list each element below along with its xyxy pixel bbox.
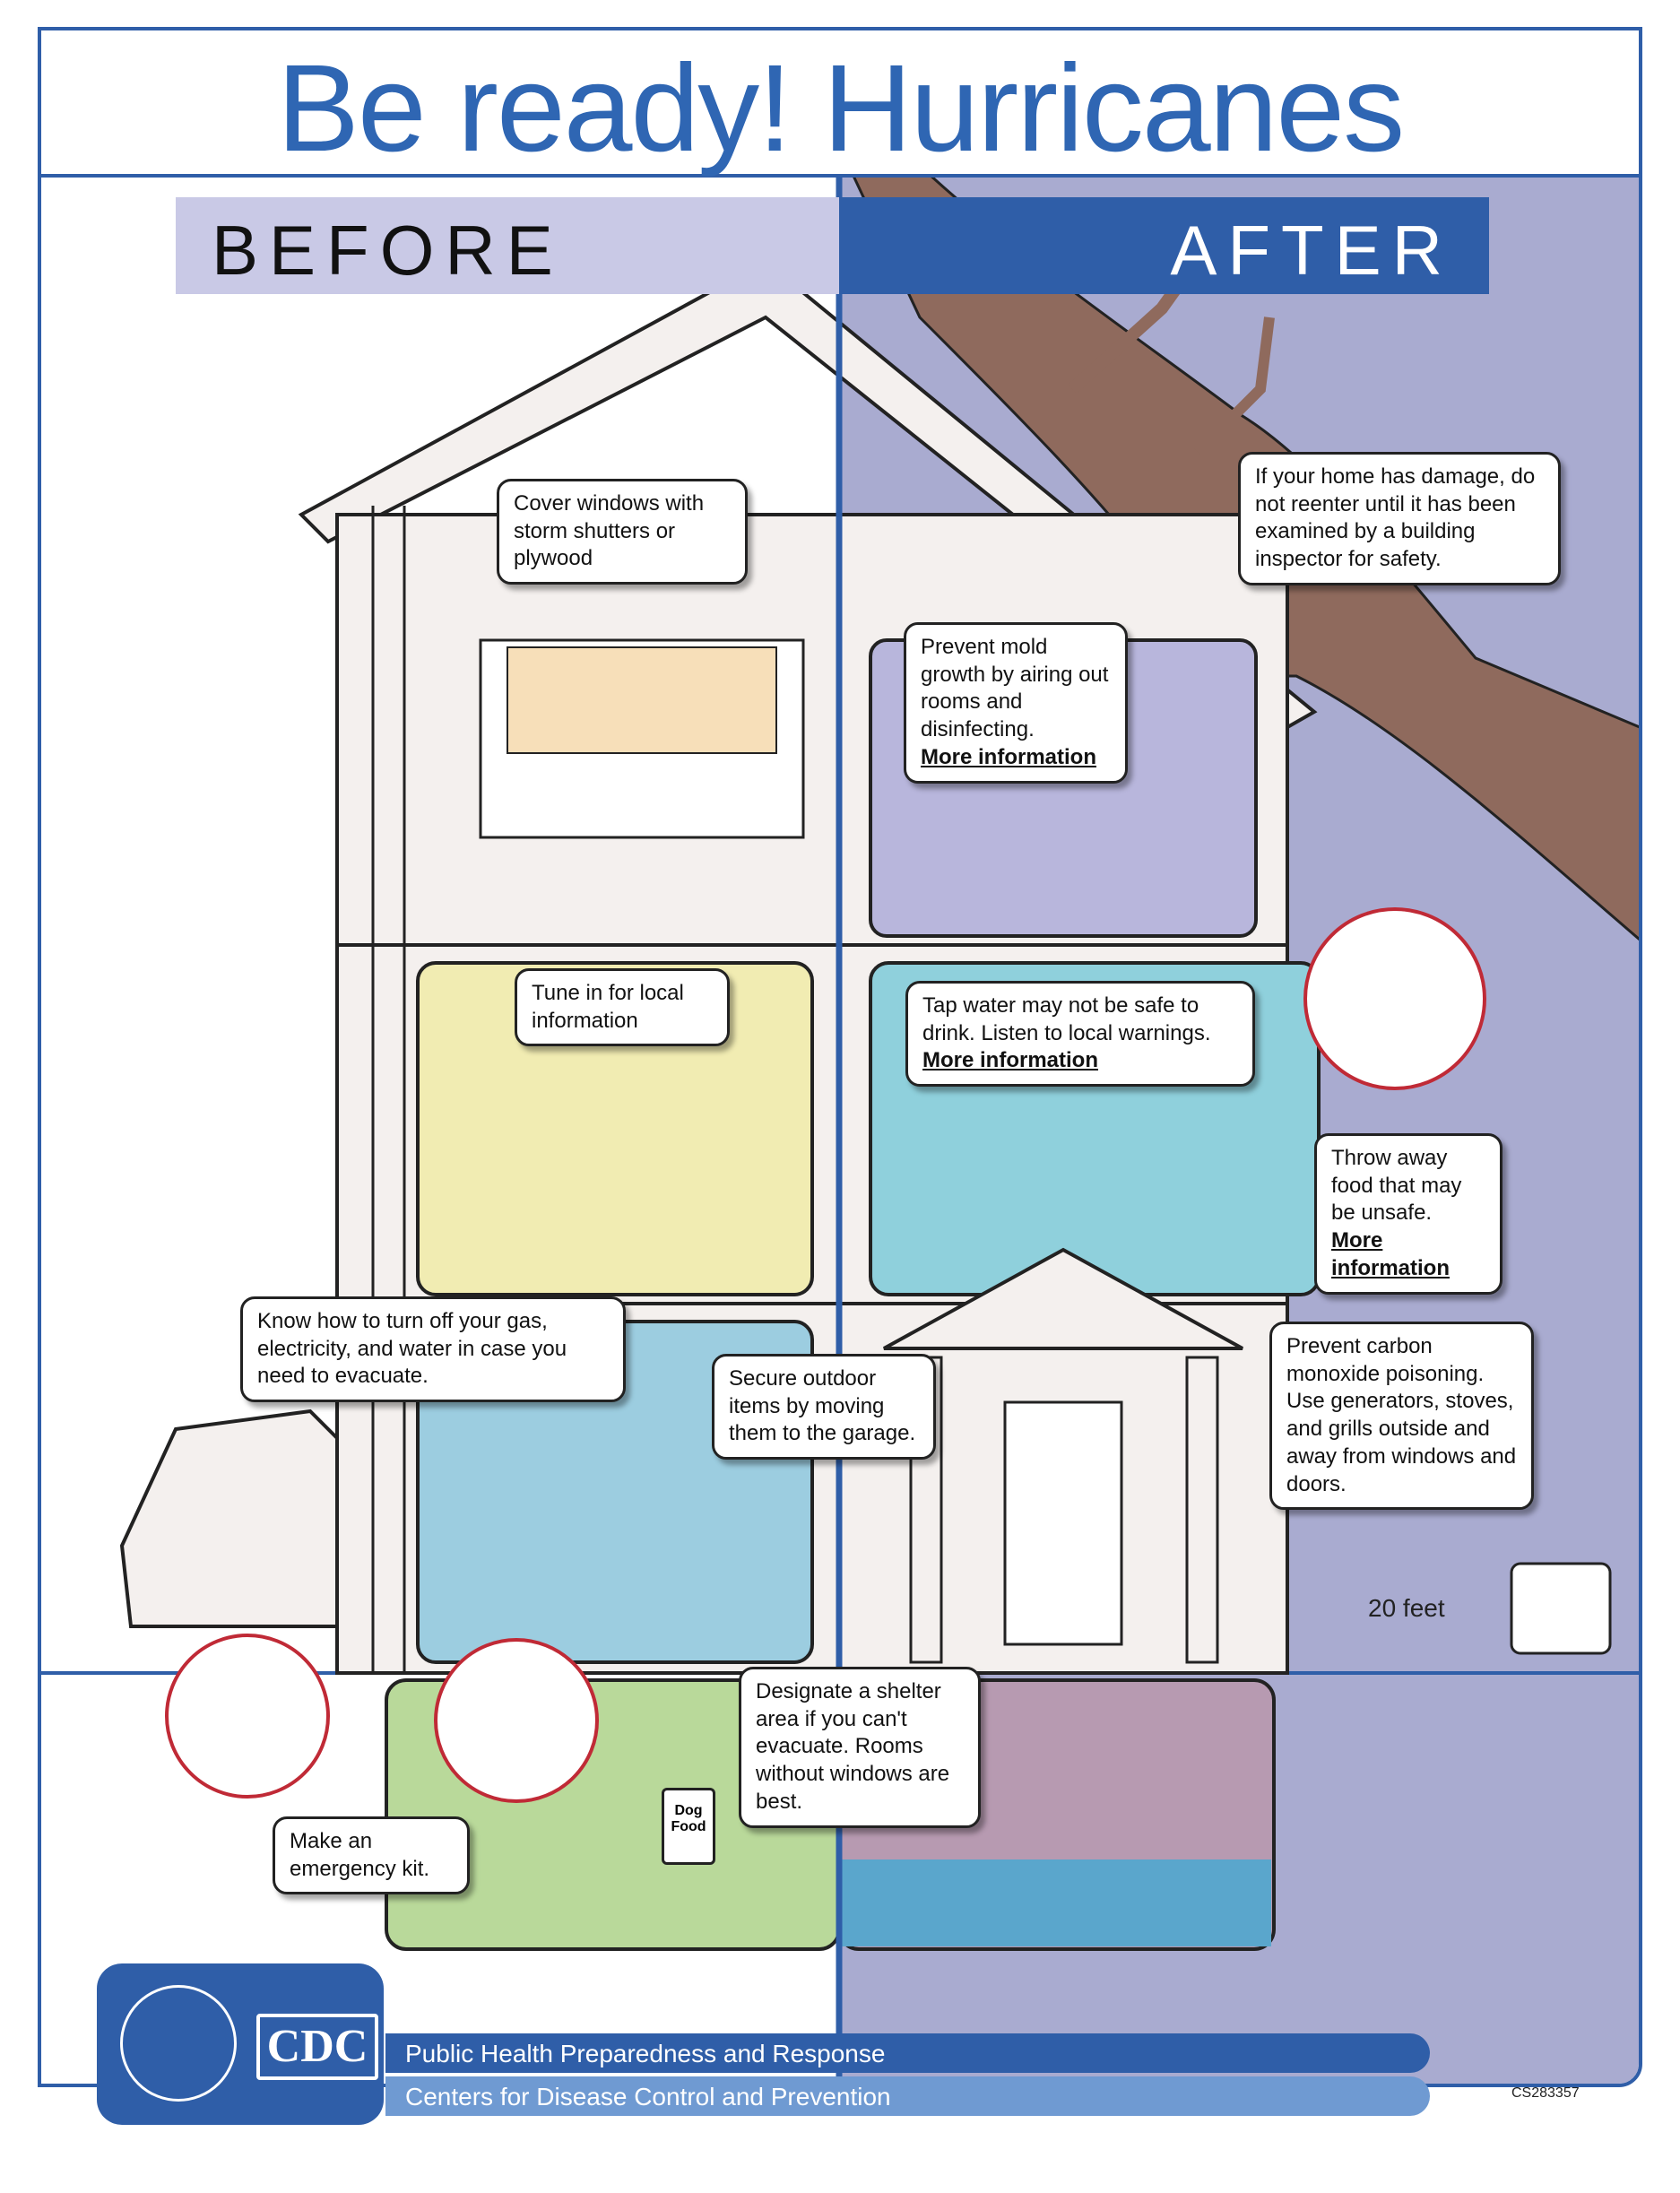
cdc-logo-box[interactable]: CDC [97, 1963, 384, 2125]
bubble-secure-outdoor: Secure outdoor items by moving them to t… [712, 1354, 936, 1461]
mold-more-link[interactable]: More information [921, 744, 1096, 769]
food-circle [1303, 907, 1486, 1090]
bubble-text: Prevent mold growth by airing out rooms … [921, 635, 1109, 742]
porch-roof [883, 1247, 1243, 1350]
bubble-text: Secure outdoor items by moving them to t… [729, 1366, 916, 1446]
hhs-seal-icon [120, 1985, 237, 2102]
bubble-text: Make an emergency kit. [290, 1829, 430, 1881]
cdc-logo: CDC [256, 2014, 378, 2080]
title-box: Be ready! Hurricanes [41, 30, 1639, 178]
distance-label: 20 feet [1368, 1594, 1445, 1622]
bubble-tap-water: Tap water may not be safe to drink. List… [905, 981, 1255, 1088]
bubble-text: Tap water may not be safe to drink. List… [922, 993, 1211, 1045]
bubble-tune-in: Tune in for local information [515, 968, 730, 1047]
footer-line2: Centers for Disease Control and Preventi… [405, 2083, 891, 2111]
bubble-cover-windows: Cover windows with storm shutters or ply… [497, 479, 748, 585]
bubble-kit: Make an emergency kit. [273, 1816, 470, 1895]
front-door [1003, 1400, 1123, 1646]
tree-branch-2 [1193, 316, 1275, 456]
before-heading: BEFORE [212, 211, 564, 290]
bubble-utilities: Know how to turn off your gas, electrici… [240, 1296, 626, 1403]
bubble-mold: Prevent mold growth by airing out rooms … [904, 622, 1128, 784]
page-title: Be ready! Hurricanes [276, 39, 1405, 178]
dog-food-label: Dog Food [671, 1803, 706, 1834]
footer-line1: Public Health Preparedness and Response [405, 2040, 886, 2067]
bubble-damage: If your home has damage, do not reenter … [1238, 452, 1561, 585]
footer-bar-secondary: Centers for Disease Control and Preventi… [385, 2076, 1430, 2116]
bubble-throw-food: Throw away food that may be unsafe. More… [1314, 1133, 1502, 1295]
plywood-board [507, 646, 777, 754]
after-heading: AFTER [1170, 211, 1453, 290]
bubble-text: Throw away food that may be unsafe. [1331, 1146, 1462, 1226]
bubble-text: Cover windows with storm shutters or ply… [514, 491, 705, 571]
before-band: BEFORE [176, 197, 875, 294]
bubble-text: If your home has damage, do not reenter … [1255, 464, 1536, 572]
tap-water-more-link[interactable]: More information [922, 1048, 1098, 1073]
dog-food-bag: Dog Food [662, 1788, 715, 1865]
bubble-shelter: Designate a shelter area if you can't ev… [739, 1667, 981, 1828]
document-code: CS283357 [1511, 2085, 1580, 2101]
supplies-circle [434, 1638, 599, 1803]
throw-food-more-link[interactable]: More information [1331, 1228, 1450, 1280]
generator [1510, 1562, 1612, 1655]
bubble-text: Tune in for local information [532, 981, 684, 1033]
bubble-text: Know how to turn off your gas, electrici… [257, 1309, 567, 1389]
after-band: AFTER [839, 197, 1489, 294]
bubble-text: Designate a shelter area if you can't ev… [756, 1679, 950, 1814]
footer-bar-primary: Public Health Preparedness and Response [385, 2033, 1430, 2073]
car [119, 1409, 339, 1628]
bubble-carbon-monoxide: Prevent carbon monoxide poisoning. Use g… [1269, 1322, 1534, 1511]
flood-water [842, 1859, 1271, 1946]
poster-frame: Be ready! Hurricanes BEFORE AFTER Cover … [38, 27, 1642, 2087]
porch-pillar-right [1185, 1356, 1219, 1664]
emergency-kit-circle [165, 1634, 330, 1799]
bubble-text: Prevent carbon monoxide poisoning. Use g… [1286, 1334, 1517, 1496]
